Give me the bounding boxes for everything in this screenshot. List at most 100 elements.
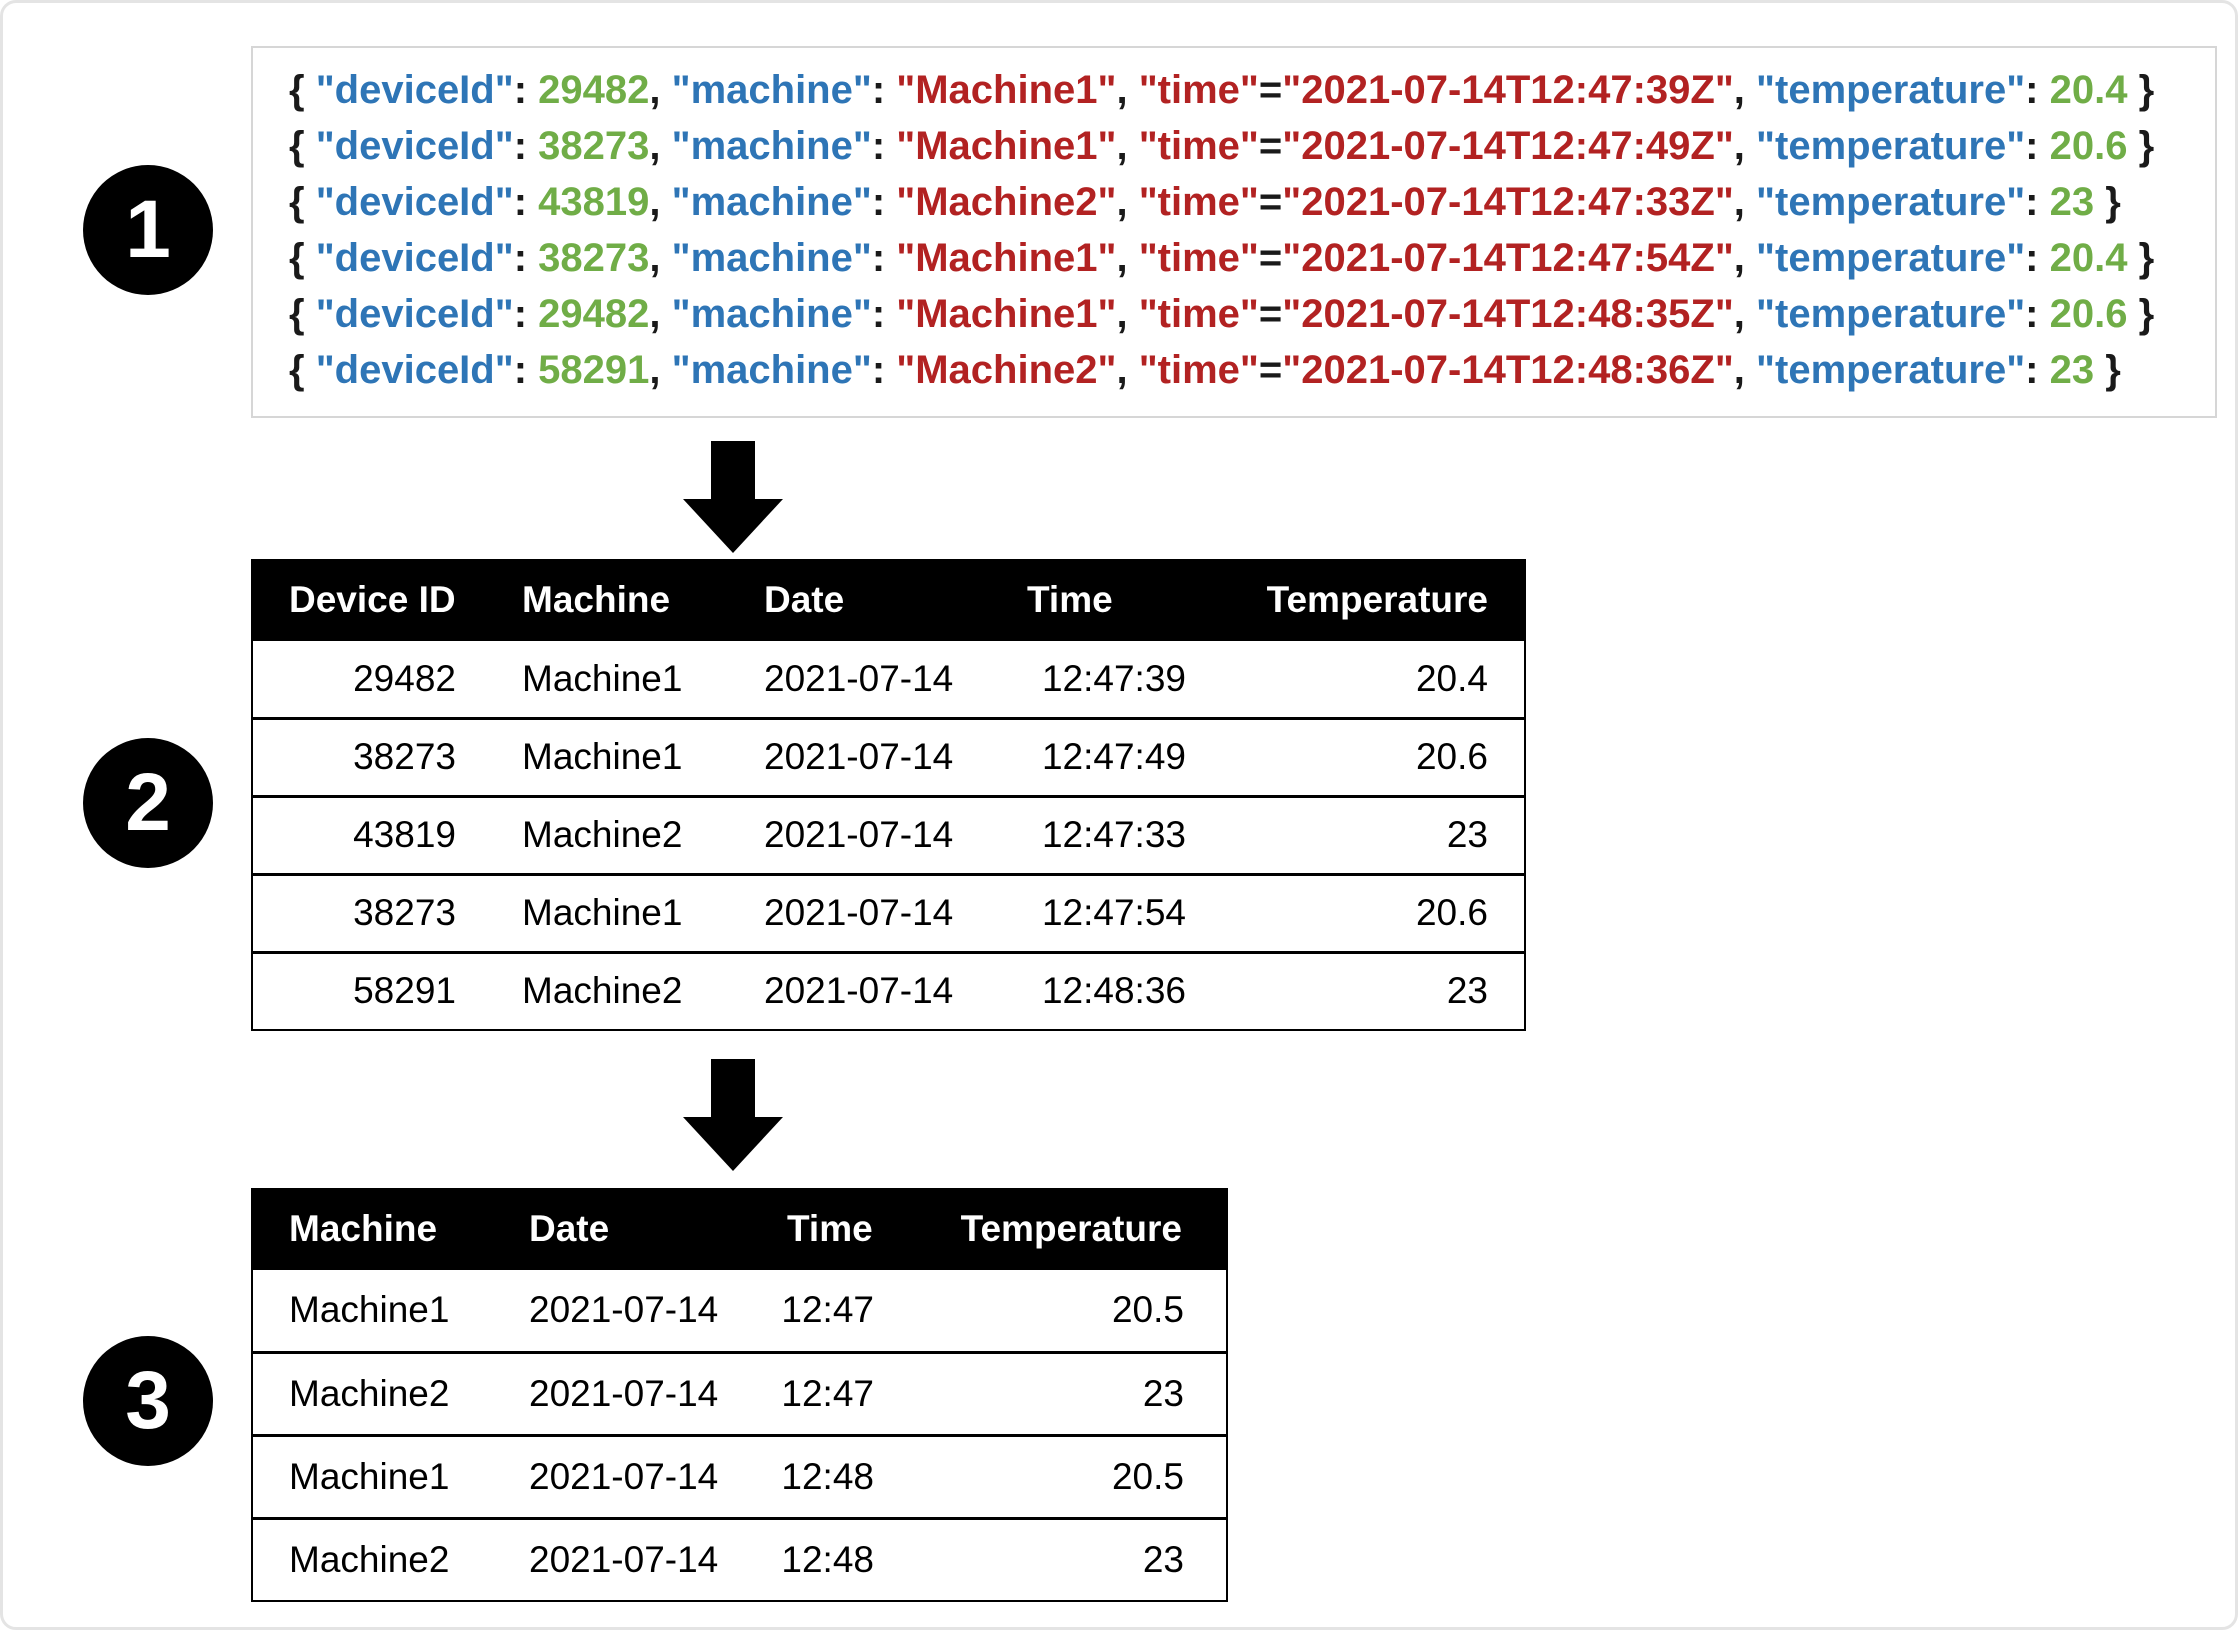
table-cell: 2021-07-14 — [734, 794, 994, 874]
table-cell: 12:47:54 — [994, 872, 1204, 952]
table-cell: 43819 — [252, 794, 484, 874]
json-token-punct: , — [1116, 180, 1139, 224]
json-token-punct: , — [649, 68, 672, 112]
json-token-punct: = — [1258, 292, 1283, 336]
json-token-num: 29482 — [538, 68, 650, 112]
table-cell: 2021-07-14 — [734, 950, 994, 1030]
json-token-punct: , — [1733, 236, 1757, 280]
column-header: Temperature — [1204, 560, 1525, 640]
table-cell: 58291 — [252, 950, 484, 1030]
step-1-badge: 1 — [83, 165, 213, 295]
json-token-str: "2021-07-14T12:47:54Z" — [1282, 236, 1734, 280]
json-token-punct: , — [1116, 68, 1139, 112]
json-token-str: "time" — [1138, 236, 1259, 280]
json-event-line: { "deviceId": 58291, "machine": "Machine… — [289, 342, 2215, 398]
json-token-punct: , — [1733, 348, 1757, 392]
step-1-number: 1 — [125, 184, 171, 275]
json-token-num: 38273 — [538, 236, 650, 280]
table-cell: 12:47 — [764, 1350, 909, 1435]
json-token-punct: } — [2094, 348, 2121, 392]
json-token-str: "time" — [1138, 124, 1259, 168]
json-token-num: 23 — [2049, 348, 2095, 392]
table-cell: 23 — [1204, 950, 1525, 1030]
json-token-punct: , — [1733, 292, 1757, 336]
json-token-str: "time" — [1138, 292, 1259, 336]
table-cell: 2021-07-14 — [734, 639, 994, 718]
table-cell: 2021-07-14 — [504, 1516, 764, 1601]
json-token-str: "Machine1" — [896, 68, 1117, 112]
json-token-punct: , — [649, 348, 672, 392]
table-cell: Machine2 — [252, 1516, 504, 1601]
json-token-key: "deviceId" — [315, 68, 514, 112]
step-3-badge: 3 — [83, 1336, 213, 1466]
json-token-punct: = — [1258, 180, 1283, 224]
json-token-punct: : — [2025, 236, 2050, 280]
json-token-num: 38273 — [538, 124, 650, 168]
table-cell: Machine2 — [484, 794, 734, 874]
json-token-num: 20.4 — [2049, 236, 2128, 280]
json-token-num: 29482 — [538, 292, 650, 336]
json-token-punct: , — [1116, 124, 1139, 168]
json-token-str: "time" — [1138, 68, 1259, 112]
table-cell: Machine1 — [484, 639, 734, 718]
json-events-panel: { "deviceId": 29482, "machine": "Machine… — [251, 46, 2217, 418]
json-token-punct: : — [513, 124, 539, 168]
step-3-number: 3 — [125, 1355, 171, 1446]
json-token-key: "deviceId" — [315, 180, 514, 224]
json-token-num: 20.6 — [2049, 292, 2128, 336]
table-cell: Machine1 — [252, 1433, 504, 1518]
table-cell: 12:47:49 — [994, 716, 1204, 796]
json-token-str: "Machine2" — [896, 180, 1117, 224]
table-cell: 2021-07-14 — [504, 1268, 764, 1352]
json-token-punct: , — [1116, 348, 1139, 392]
table-cell: 29482 — [252, 639, 484, 718]
json-token-punct: : — [2025, 68, 2050, 112]
table-cell: 12:48 — [764, 1433, 909, 1518]
json-token-num: 43819 — [538, 180, 650, 224]
table-cell: 12:48 — [764, 1516, 909, 1601]
json-token-num: 58291 — [538, 348, 650, 392]
step-2-number: 2 — [125, 757, 171, 848]
json-token-punct: { — [289, 236, 316, 280]
table-cell: 20.6 — [1204, 872, 1525, 952]
table-cell: 23 — [909, 1350, 1227, 1435]
json-token-str: "2021-07-14T12:47:33Z" — [1282, 180, 1734, 224]
json-token-punct: = — [1258, 124, 1283, 168]
json-token-str: "Machine1" — [896, 292, 1117, 336]
json-token-key: "machine" — [671, 236, 872, 280]
column-header: Device ID — [252, 560, 484, 640]
json-token-key: "temperature" — [1756, 124, 2026, 168]
json-token-punct: : — [871, 180, 897, 224]
json-token-punct: = — [1258, 68, 1283, 112]
json-token-punct: : — [2025, 348, 2050, 392]
json-token-key: "deviceId" — [315, 292, 514, 336]
json-token-punct: , — [649, 180, 672, 224]
column-header: Date — [734, 560, 994, 640]
json-token-key: "temperature" — [1756, 180, 2026, 224]
down-arrow-icon — [683, 1059, 783, 1171]
json-token-punct: : — [513, 180, 539, 224]
json-token-punct: } — [2127, 292, 2155, 336]
table-cell: Machine1 — [484, 872, 734, 952]
json-token-punct: , — [649, 124, 672, 168]
table-cell: 38273 — [252, 716, 484, 796]
arrow-stem — [711, 441, 755, 499]
table-cell: 38273 — [252, 872, 484, 952]
json-token-punct: : — [513, 236, 539, 280]
json-token-punct: = — [1258, 236, 1283, 280]
column-header: Machine — [484, 560, 734, 640]
json-token-key: "temperature" — [1756, 292, 2026, 336]
column-header: Temperature — [909, 1189, 1227, 1269]
table-cell: 20.5 — [909, 1433, 1227, 1518]
table-cell: 23 — [1204, 794, 1525, 874]
json-token-key: "machine" — [671, 124, 872, 168]
down-arrow-icon — [683, 441, 783, 553]
